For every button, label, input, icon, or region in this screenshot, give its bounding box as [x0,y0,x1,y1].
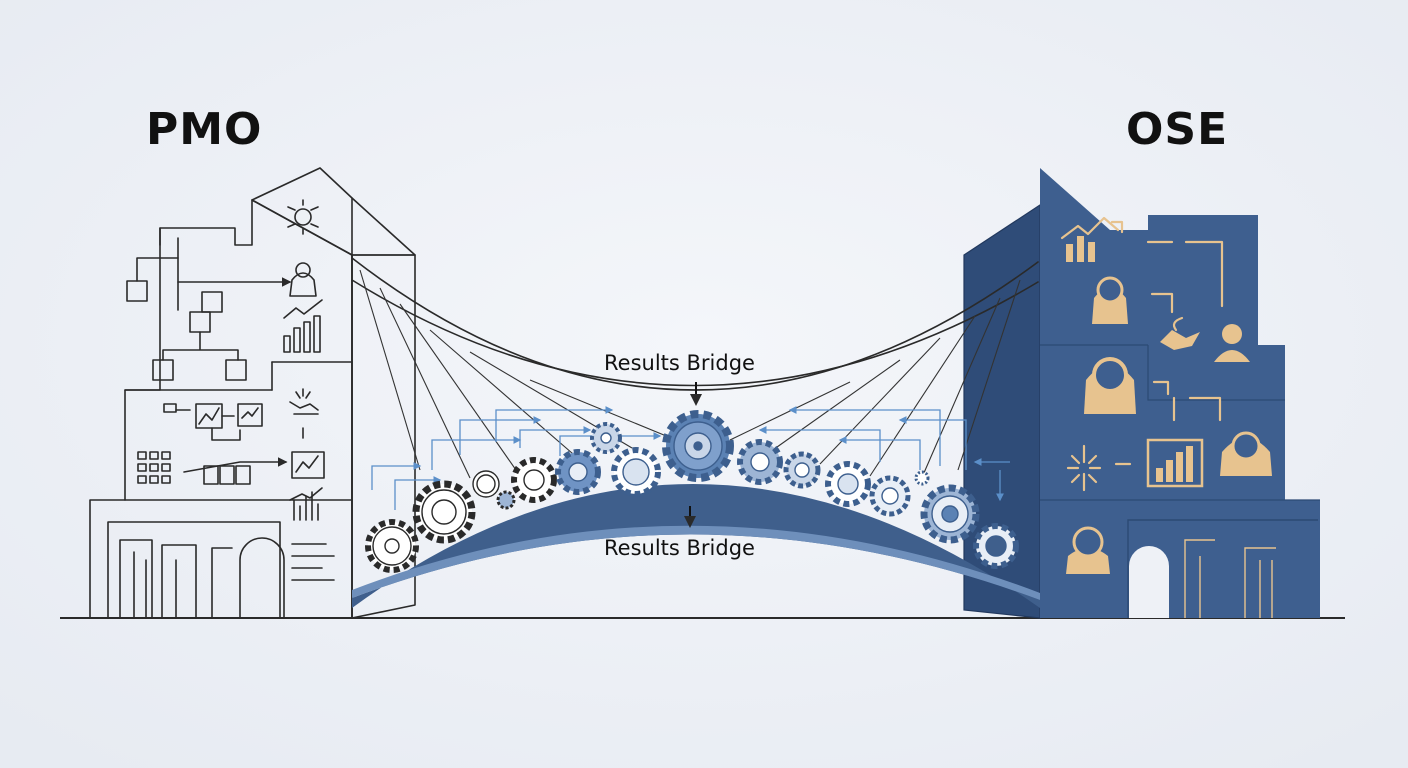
right-title: OSE [1126,104,1229,155]
bridge-label-top: Results Bridge [604,351,755,375]
right-building [963,168,1320,619]
gear-train [365,410,1019,573]
bridge-label-bottom: Results Bridge [604,536,755,560]
ose-icons [1060,216,1272,574]
left-title: PMO [146,104,263,155]
left-building [89,167,416,619]
bridge [351,257,1040,608]
